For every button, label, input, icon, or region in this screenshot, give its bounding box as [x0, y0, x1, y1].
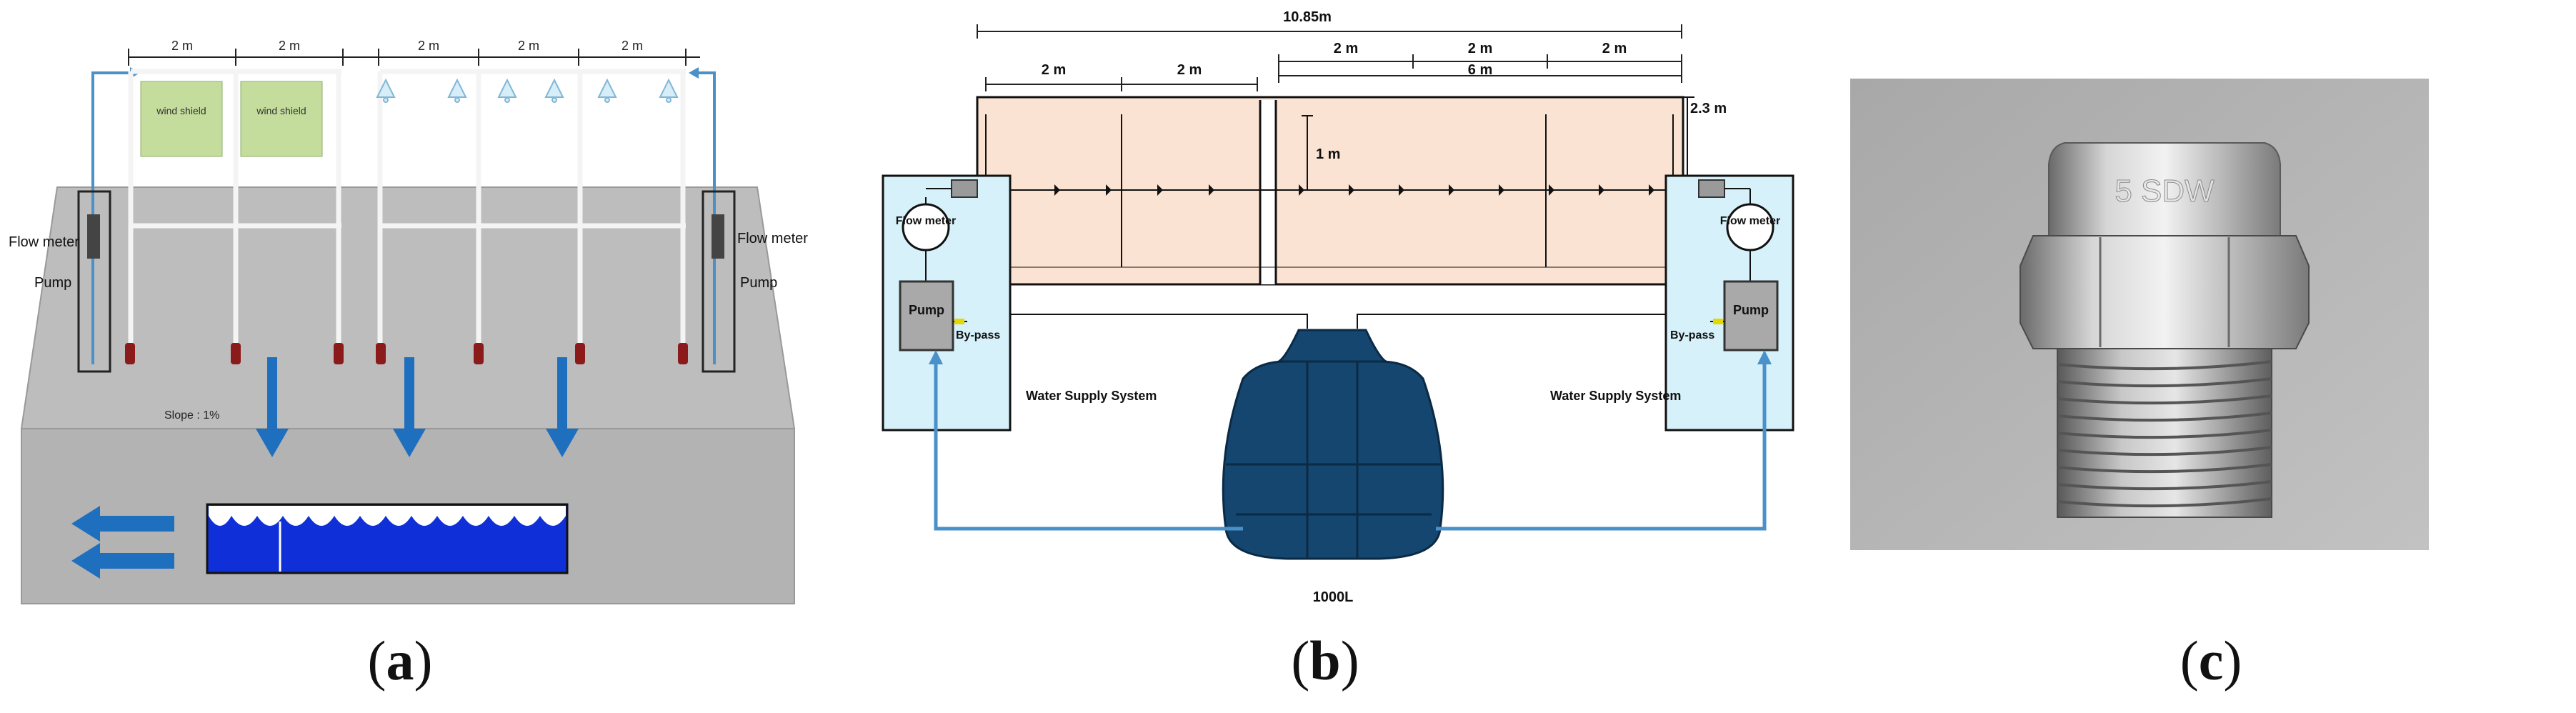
pump-label-right: Pump [740, 275, 777, 291]
caption-c-letter: c [2198, 629, 2224, 692]
valve-right [1698, 179, 1725, 198]
flow-meter-label-left-b: Flow meter [896, 215, 956, 227]
dim-label: 2 m [418, 39, 439, 53]
thread-lines [2057, 360, 2272, 508]
dim-label: 2 m [279, 39, 300, 53]
dim-6m-label: 6 m [1468, 62, 1492, 78]
dim-label: 2 m [1602, 41, 1627, 56]
test-area-gap [1260, 100, 1276, 284]
tank-label: 1000L [1313, 589, 1354, 605]
wind-shield-label: wind shield [256, 105, 306, 116]
panel-c-photo: 5 SDW [1850, 79, 2429, 550]
dim-label: 2 m [621, 39, 643, 53]
pump-left [899, 280, 954, 351]
wind-shield-2 [240, 81, 323, 157]
panel-a-diagram: 2 m 2 m 2 m 2 m 2 m wind shield wind shi… [9, 39, 808, 604]
flow-meter-label-left: Flow meter [9, 234, 79, 250]
outflow-arrows [71, 506, 174, 579]
bypass-pipe-right [1357, 314, 1666, 329]
frame-left [128, 69, 341, 351]
bypass-label-right: By-pass [1670, 329, 1714, 341]
wind-shield-label: wind shield [156, 105, 206, 116]
wind-shield-1 [140, 81, 223, 157]
flow-meter-label-right: Flow meter [737, 231, 808, 246]
bypass-valve-right [1713, 319, 1723, 324]
bypass-valve-left [954, 319, 964, 324]
caption-b-letter: b [1309, 629, 1341, 692]
flow-meter-gauge-right [712, 214, 724, 259]
panel-b-diagram: 10.85m 2 m 2 m 2 m 2 m 2 m 6 m [882, 9, 1794, 605]
pump-right [1723, 280, 1779, 351]
nozzle-hex [2020, 235, 2310, 349]
caption-a: (a) [367, 629, 433, 692]
flow-meter-left [77, 190, 111, 373]
sprinkler-nozzles [376, 78, 679, 103]
frame-right [377, 69, 686, 351]
flow-meter-left-b [902, 203, 950, 251]
return-pipe-right [1436, 362, 1767, 531]
nozzle-engraving: 5 SDW [2115, 174, 2215, 209]
supply-pipe-left [91, 71, 130, 364]
dim-label: 2 m [1042, 62, 1066, 78]
pump-label-left: Pump [34, 275, 71, 291]
valve-left [951, 179, 978, 198]
runoff-arrows-down [256, 357, 579, 457]
slope-label: Slope : 1% [164, 409, 219, 422]
dim-label: 2 m [1177, 62, 1202, 78]
flow-meter-right [702, 190, 736, 373]
pipe-arrow [1757, 350, 1772, 364]
water-tank [1274, 329, 1390, 363]
caption-c: (c) [2180, 629, 2242, 692]
pipe-arrow [929, 350, 943, 364]
flow-meter-gauge-left [87, 214, 100, 259]
water-tank-body [1222, 360, 1444, 560]
pipe-arrow-right [689, 67, 699, 79]
supply-pipe-right [699, 71, 716, 364]
flow-meter-right-b [1726, 203, 1774, 251]
dim-label: 2 m [1334, 41, 1358, 56]
water-supply-label-right: Water Supply System [1550, 389, 1681, 403]
dim-1m-label: 1 m [1316, 146, 1340, 162]
total-length-label: 10.85m [1283, 9, 1332, 25]
pump-label-left-b: Pump [909, 303, 944, 317]
dim-label: 2 m [171, 39, 193, 53]
dim-label: 2 m [518, 39, 539, 53]
pump-label-right-b: Pump [1733, 303, 1769, 317]
caption-b: (b) [1291, 629, 1359, 692]
flow-meter-label-right-b: Flow meter [1720, 215, 1780, 227]
bypass-label-left: By-pass [956, 329, 1000, 341]
valves [125, 343, 688, 364]
bypass-pipe-left [1010, 314, 1308, 329]
dim-height-label: 2.3 m [1690, 101, 1727, 116]
trough-wave [209, 506, 566, 526]
dim-label: 2 m [1468, 41, 1492, 56]
caption-a-letter: a [386, 629, 414, 692]
return-pipe-left [934, 362, 1243, 531]
water-supply-label-left: Water Supply System [1026, 389, 1157, 403]
